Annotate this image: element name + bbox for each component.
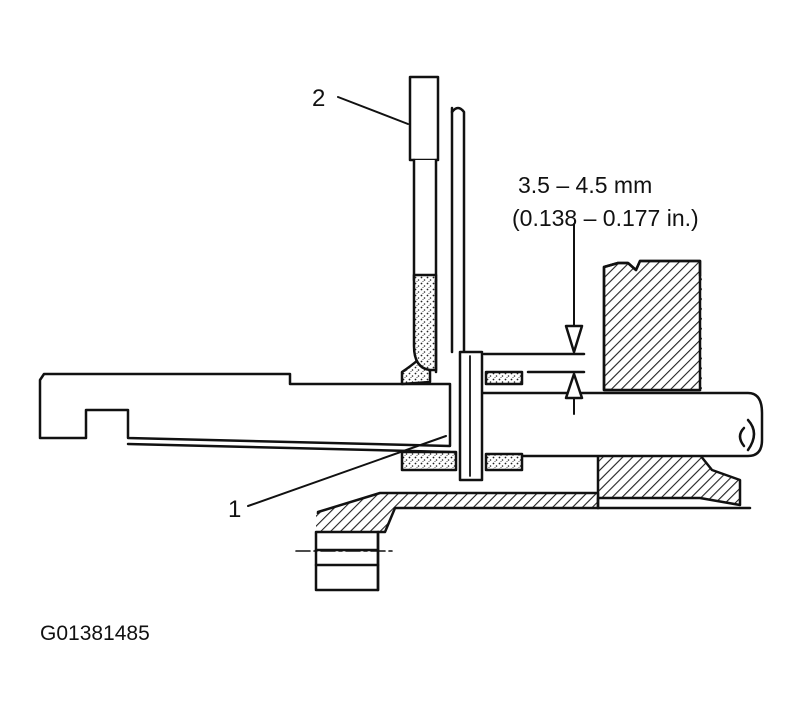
dimension-metric: 3.5 – 4.5 mm [518, 172, 652, 198]
callout-label-1: 1 [228, 496, 241, 523]
fork-arm [38, 372, 452, 454]
lower-case [314, 491, 752, 592]
leader-line-2 [337, 96, 409, 125]
lower-boss [596, 453, 742, 507]
callout-label-2: 2 [312, 85, 325, 112]
leader-line-1 [247, 435, 447, 507]
feeler-gauge-tool [408, 75, 466, 374]
retaining-pin [458, 350, 484, 482]
dimension-imperial: (0.138 – 0.177 in.) [512, 205, 699, 231]
dimension-lines [482, 223, 586, 415]
housing-block [602, 259, 702, 392]
figure-id: G01381485 [40, 622, 150, 645]
shift-rod [460, 391, 764, 458]
